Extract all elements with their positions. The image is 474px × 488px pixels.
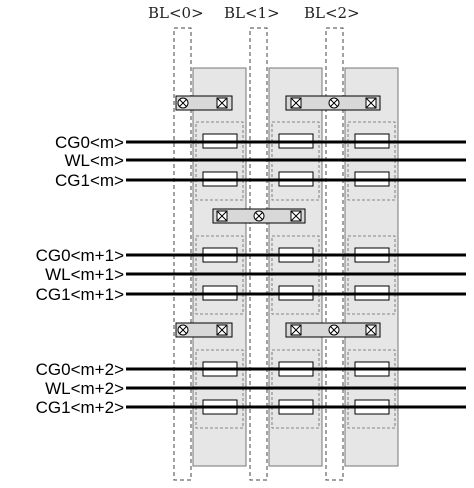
bit-line-column-2 bbox=[325, 27, 344, 481]
bit-line-label-0: BL<0> bbox=[148, 4, 204, 22]
square-x-symbol bbox=[216, 324, 228, 336]
circle-x-symbol bbox=[177, 324, 189, 336]
cg0-label-0: CG0<m> bbox=[55, 133, 124, 152]
square-x-symbol bbox=[365, 97, 377, 109]
bit-line-column-1 bbox=[249, 27, 268, 481]
contact-strips bbox=[175, 95, 381, 338]
bit-line-label-1: BL<1> bbox=[224, 4, 280, 22]
circle-x-symbol bbox=[177, 97, 189, 109]
circle-x-symbol bbox=[328, 97, 340, 109]
cg1-label-0: CG1<m> bbox=[55, 171, 124, 190]
wl-label-1: WL<m+1> bbox=[45, 265, 124, 284]
cg0-label-2: CG0<m+2> bbox=[36, 360, 124, 379]
square-x-symbol bbox=[216, 97, 228, 109]
row-labels: CG0<m> WL<m> CG1<m> CG0<m+1> WL<m+1> CG1… bbox=[36, 133, 124, 417]
bit-line-column-0 bbox=[173, 27, 192, 481]
circle-x-symbol bbox=[328, 324, 340, 336]
horizontal-lines bbox=[126, 140, 466, 409]
wl-label-2: WL<m+2> bbox=[45, 379, 124, 398]
cg1-label-2: CG1<m+2> bbox=[36, 398, 124, 417]
square-x-symbol bbox=[365, 324, 377, 336]
bit-line-label-2: BL<2> bbox=[304, 4, 360, 22]
square-x-symbol bbox=[290, 324, 302, 336]
wl-label-0: WL<m> bbox=[64, 151, 124, 170]
bit-line-columns bbox=[173, 27, 344, 481]
circle-x-symbol bbox=[253, 210, 265, 222]
square-x-symbol bbox=[290, 210, 302, 222]
square-x-symbol bbox=[216, 210, 228, 222]
cg0-label-1: CG0<m+1> bbox=[36, 246, 124, 265]
cg1-label-1: CG1<m+1> bbox=[36, 285, 124, 304]
square-x-symbol bbox=[290, 97, 302, 109]
